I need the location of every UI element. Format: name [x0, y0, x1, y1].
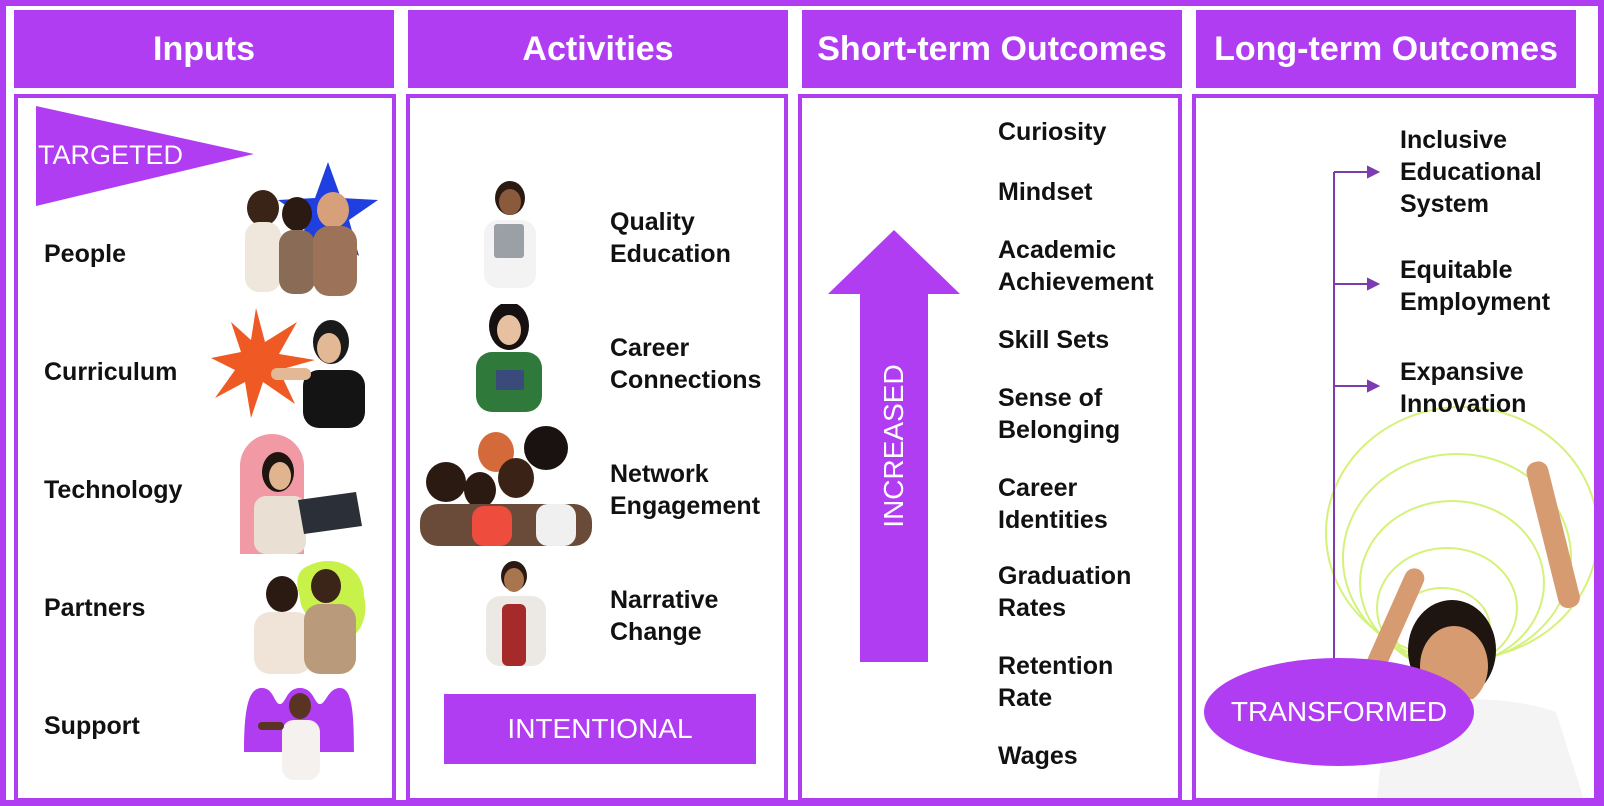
outcome-wages: Wages: [998, 742, 1078, 770]
input-support: Support: [44, 712, 140, 740]
header-activities: Activities: [408, 10, 788, 88]
career-connections-photo: [476, 304, 542, 412]
transformed-photo: [1363, 461, 1584, 798]
burst-icon: [211, 308, 315, 418]
inputs-panel: TARGETED People Curriculum Technology Pa…: [14, 94, 396, 802]
curriculum-photo: [211, 308, 365, 428]
input-technology: Technology: [44, 476, 183, 504]
narrative-change-photo: [486, 561, 546, 666]
increased-arrow-icon: [828, 230, 960, 662]
technology-photo: [240, 434, 362, 554]
support-photo: [244, 688, 354, 780]
outcome-curiosity: Curiosity: [998, 118, 1107, 146]
intentional-tag: INTENTIONAL: [444, 694, 756, 764]
input-people: People: [44, 240, 126, 268]
bracket-arrows-icon: [1333, 165, 1381, 666]
header-inputs: Inputs: [14, 10, 394, 88]
input-curriculum: Curriculum: [44, 358, 178, 386]
targeted-pennant-icon: [36, 106, 254, 206]
targeted-tag: TARGETED: [38, 140, 184, 170]
outcome-skill-sets: Skill Sets: [998, 326, 1110, 354]
quality-education-photo: [484, 181, 536, 288]
input-partners: Partners: [44, 594, 146, 622]
header-long-term-outcomes: Long-term Outcomes: [1196, 10, 1576, 88]
people-photo: [245, 162, 378, 296]
transformed-tag: TRANSFORMED: [1204, 658, 1474, 766]
network-engagement-photo: [420, 426, 592, 546]
outcome-mindset: Mindset: [998, 178, 1093, 206]
header-short-term-outcomes: Short-term Outcomes: [802, 10, 1182, 88]
partners-photo: [254, 560, 366, 674]
increased-label: INCREASED: [878, 364, 909, 528]
